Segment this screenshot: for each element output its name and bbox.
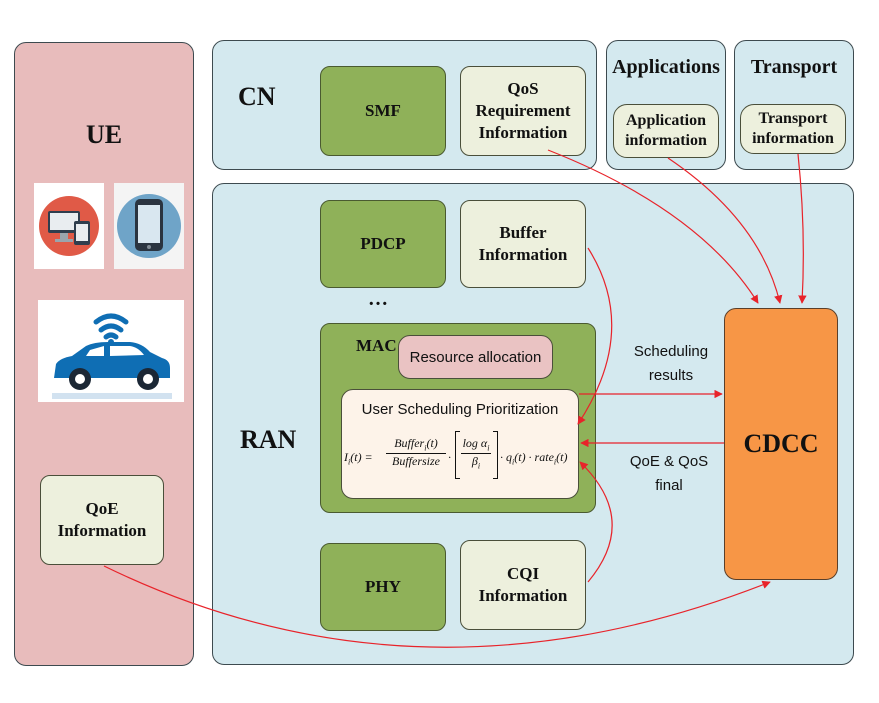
phy-label: PHY xyxy=(365,577,401,596)
applications-title: Applications xyxy=(612,56,720,78)
phy-box: PHY xyxy=(320,543,446,631)
formula-log-numerator: log α xyxy=(462,436,488,450)
qoe-information-box: QoE Information xyxy=(40,475,164,565)
formula-tail-sub: i xyxy=(512,457,515,467)
user-scheduling-title: User Scheduling Prioritization xyxy=(361,401,559,418)
formula-numerator: Buffer xyxy=(394,436,425,450)
formula-lhs-arg: (t) = xyxy=(350,450,373,464)
buffer-information-box: Buffer Information xyxy=(460,200,586,288)
formula-log-denominator-sub: i xyxy=(477,461,481,471)
transport-information-box: Transport information xyxy=(740,104,846,154)
qoe-qos-final-label: QoE & QoS final xyxy=(629,453,709,494)
connected-car-icon xyxy=(38,300,184,402)
layer-ellipsis: … xyxy=(368,288,388,310)
formula-dot: · xyxy=(448,450,451,464)
scheduling-results-label: Scheduling results xyxy=(633,343,709,384)
devices-icon xyxy=(34,183,104,269)
cdcc-label: CDCC xyxy=(743,429,819,458)
ue-title: UE xyxy=(85,120,123,149)
formula-numerator-arg: (t) xyxy=(426,436,438,450)
pdcp-label: PDCP xyxy=(360,234,406,253)
mac-title: MAC xyxy=(356,336,397,355)
smf-label: SMF xyxy=(365,101,401,120)
cqi-information-label: CQI Information xyxy=(478,564,568,605)
cqi-information-box: CQI Information xyxy=(460,540,586,630)
formula-lhs-sub: i xyxy=(348,457,351,467)
formula-log-denominator: β xyxy=(471,454,478,468)
formula-log-numerator-sub: i xyxy=(487,443,490,453)
smf-box: SMF xyxy=(320,66,446,156)
formula-tail-arg: (t) · rate xyxy=(514,450,554,464)
formula-denominator: Buffersize xyxy=(392,454,440,468)
formula-numerator-sub: i xyxy=(424,443,427,453)
application-information-label: Application information xyxy=(625,112,707,149)
application-information-box: Application information xyxy=(613,104,719,158)
cn-title: CN xyxy=(238,82,276,111)
qos-requirement-label: QoS Requirement Information xyxy=(475,79,571,142)
transport-information-label: Transport information xyxy=(752,110,834,147)
resource-allocation-label: Resource allocation xyxy=(409,348,542,366)
qoe-information-label: QoE Information xyxy=(57,499,147,540)
pdcp-box: PDCP xyxy=(320,200,446,288)
user-scheduling-box xyxy=(341,389,579,499)
resource-allocation-box: Resource allocation xyxy=(398,335,553,379)
formula-tail: · q xyxy=(500,450,512,464)
qos-requirement-box: QoS Requirement Information xyxy=(460,66,586,156)
formula-lhs: I xyxy=(344,450,348,464)
cdcc-box: CDCC xyxy=(724,308,838,580)
formula-tail-arg2: (t) xyxy=(556,450,568,464)
scheduling-priority-formula: Ii(t) = Bufferi(t) Buffersize · log αi β… xyxy=(344,430,576,486)
smartphone-icon xyxy=(114,183,184,269)
transport-title: Transport xyxy=(750,56,838,78)
ran-title: RAN xyxy=(240,425,297,454)
formula-tail-sub2: i xyxy=(553,457,557,467)
buffer-information-label: Buffer Information xyxy=(478,223,568,264)
